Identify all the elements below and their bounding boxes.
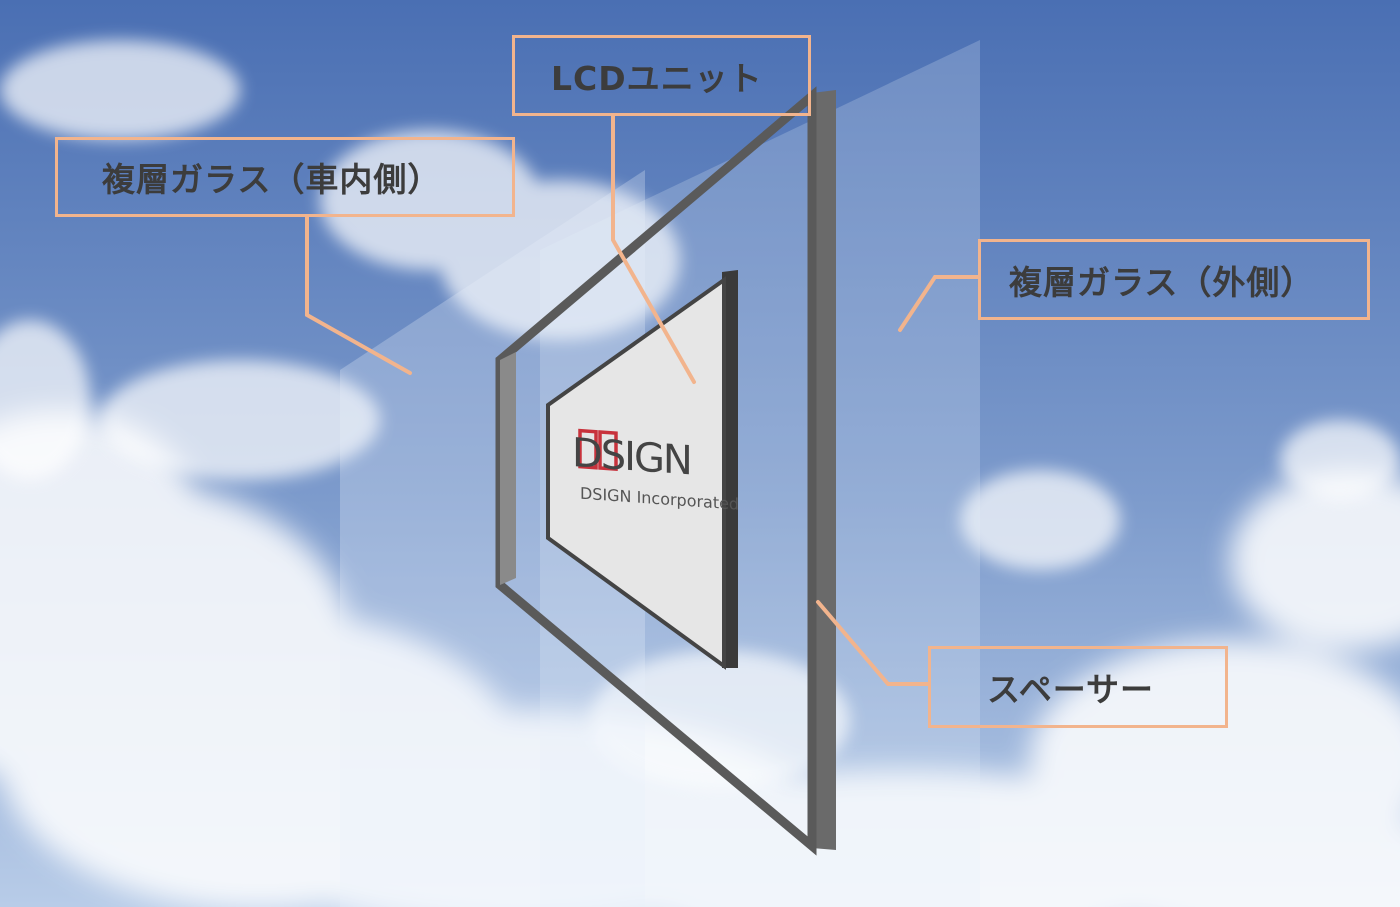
leader-line-inner-glass — [305, 215, 412, 375]
lcd-screen — [546, 276, 726, 670]
label-lcd-unit-text: LCDユニット — [551, 58, 763, 98]
spacer-frame — [495, 86, 836, 856]
label-spacer-text: スペーサー — [987, 670, 1155, 709]
label-inner-glass: 複層ガラス（車内側） — [55, 137, 515, 217]
leader-line-spacer — [816, 600, 930, 686]
label-spacer: スペーサー — [928, 646, 1228, 728]
middle-glass-pane — [540, 40, 980, 907]
leader-line-outer-glass — [898, 275, 980, 332]
label-lcd-unit: LCDユニット — [512, 35, 811, 116]
label-outer-glass: 複層ガラス（外側） — [978, 239, 1370, 320]
clouds — [0, 40, 1400, 907]
logo-wordmark: DSIGN — [572, 430, 691, 484]
lcd-unit — [546, 270, 738, 670]
label-inner-glass-text: 複層ガラス（車内側） — [102, 160, 442, 199]
leader-lines — [305, 114, 980, 686]
spacer-edge — [812, 90, 836, 850]
spacer-left-edge — [500, 352, 516, 585]
leader-line-lcd — [611, 114, 696, 384]
inner-glass-pane — [340, 170, 645, 907]
label-outer-glass-text: 複層ガラス（外側） — [1009, 262, 1315, 302]
